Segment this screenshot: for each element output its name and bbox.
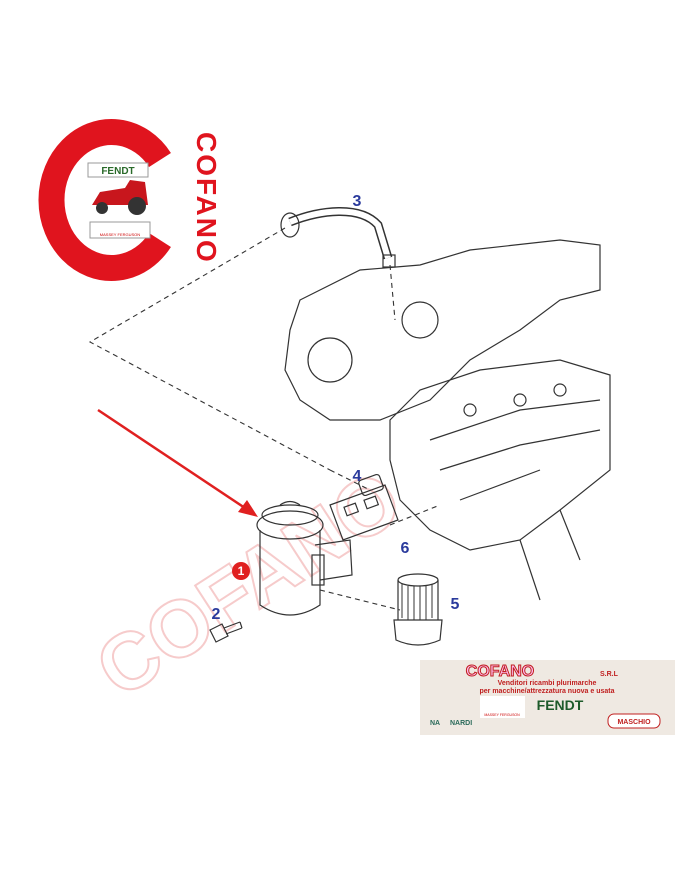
banner-brand-maschio: MASCHIO — [617, 719, 651, 726]
part-2-drain-plug — [209, 621, 243, 643]
part-3-hose — [280, 207, 396, 268]
banner-brand-na: NA — [430, 720, 440, 727]
part-6-plate — [329, 484, 399, 541]
part-4-gasket — [358, 473, 384, 497]
banner-line1: Venditori ricambi plurimarche — [498, 680, 597, 687]
banner-suffix: S.R.L — [600, 671, 619, 678]
callout-1: 1 — [238, 564, 245, 578]
callout-3: 3 — [353, 193, 362, 210]
plate-hole — [363, 495, 380, 510]
logo-brand-text: COFANO — [191, 132, 222, 264]
callout-4: 4 — [353, 468, 362, 485]
callout-6: 6 — [401, 540, 410, 557]
leader-lines — [88, 227, 441, 611]
banner-brand-nardi: NARDI — [450, 720, 472, 727]
plate-hole — [343, 502, 360, 517]
banner-line2: per macchine/attrezzatura nuova e usata — [480, 688, 615, 695]
part-1-filter-housing — [256, 500, 353, 616]
highlight-arrow — [97, 408, 258, 517]
dealer-banner: COFANO S.R.L Venditori ricambi plurimarc… — [420, 660, 675, 735]
banner-brand-fendt: FENDT — [537, 697, 584, 713]
callout-2: 2 — [212, 606, 221, 623]
logo-mf-text: MASSEY FERGUSON — [100, 232, 140, 237]
engine-block-drawing — [284, 239, 611, 601]
callout-1-badge — [232, 562, 250, 580]
callout-5: 5 — [451, 596, 460, 613]
cofano-logo: FENDT MASSEY FERGUSON COFANO — [38, 119, 222, 281]
part-5-filter-element — [393, 573, 443, 646]
banner-brand-mf: MASSEY FERGUSON — [484, 713, 520, 717]
banner-title: COFANO — [466, 663, 534, 680]
logo-fendt-text: FENDT — [101, 166, 134, 177]
